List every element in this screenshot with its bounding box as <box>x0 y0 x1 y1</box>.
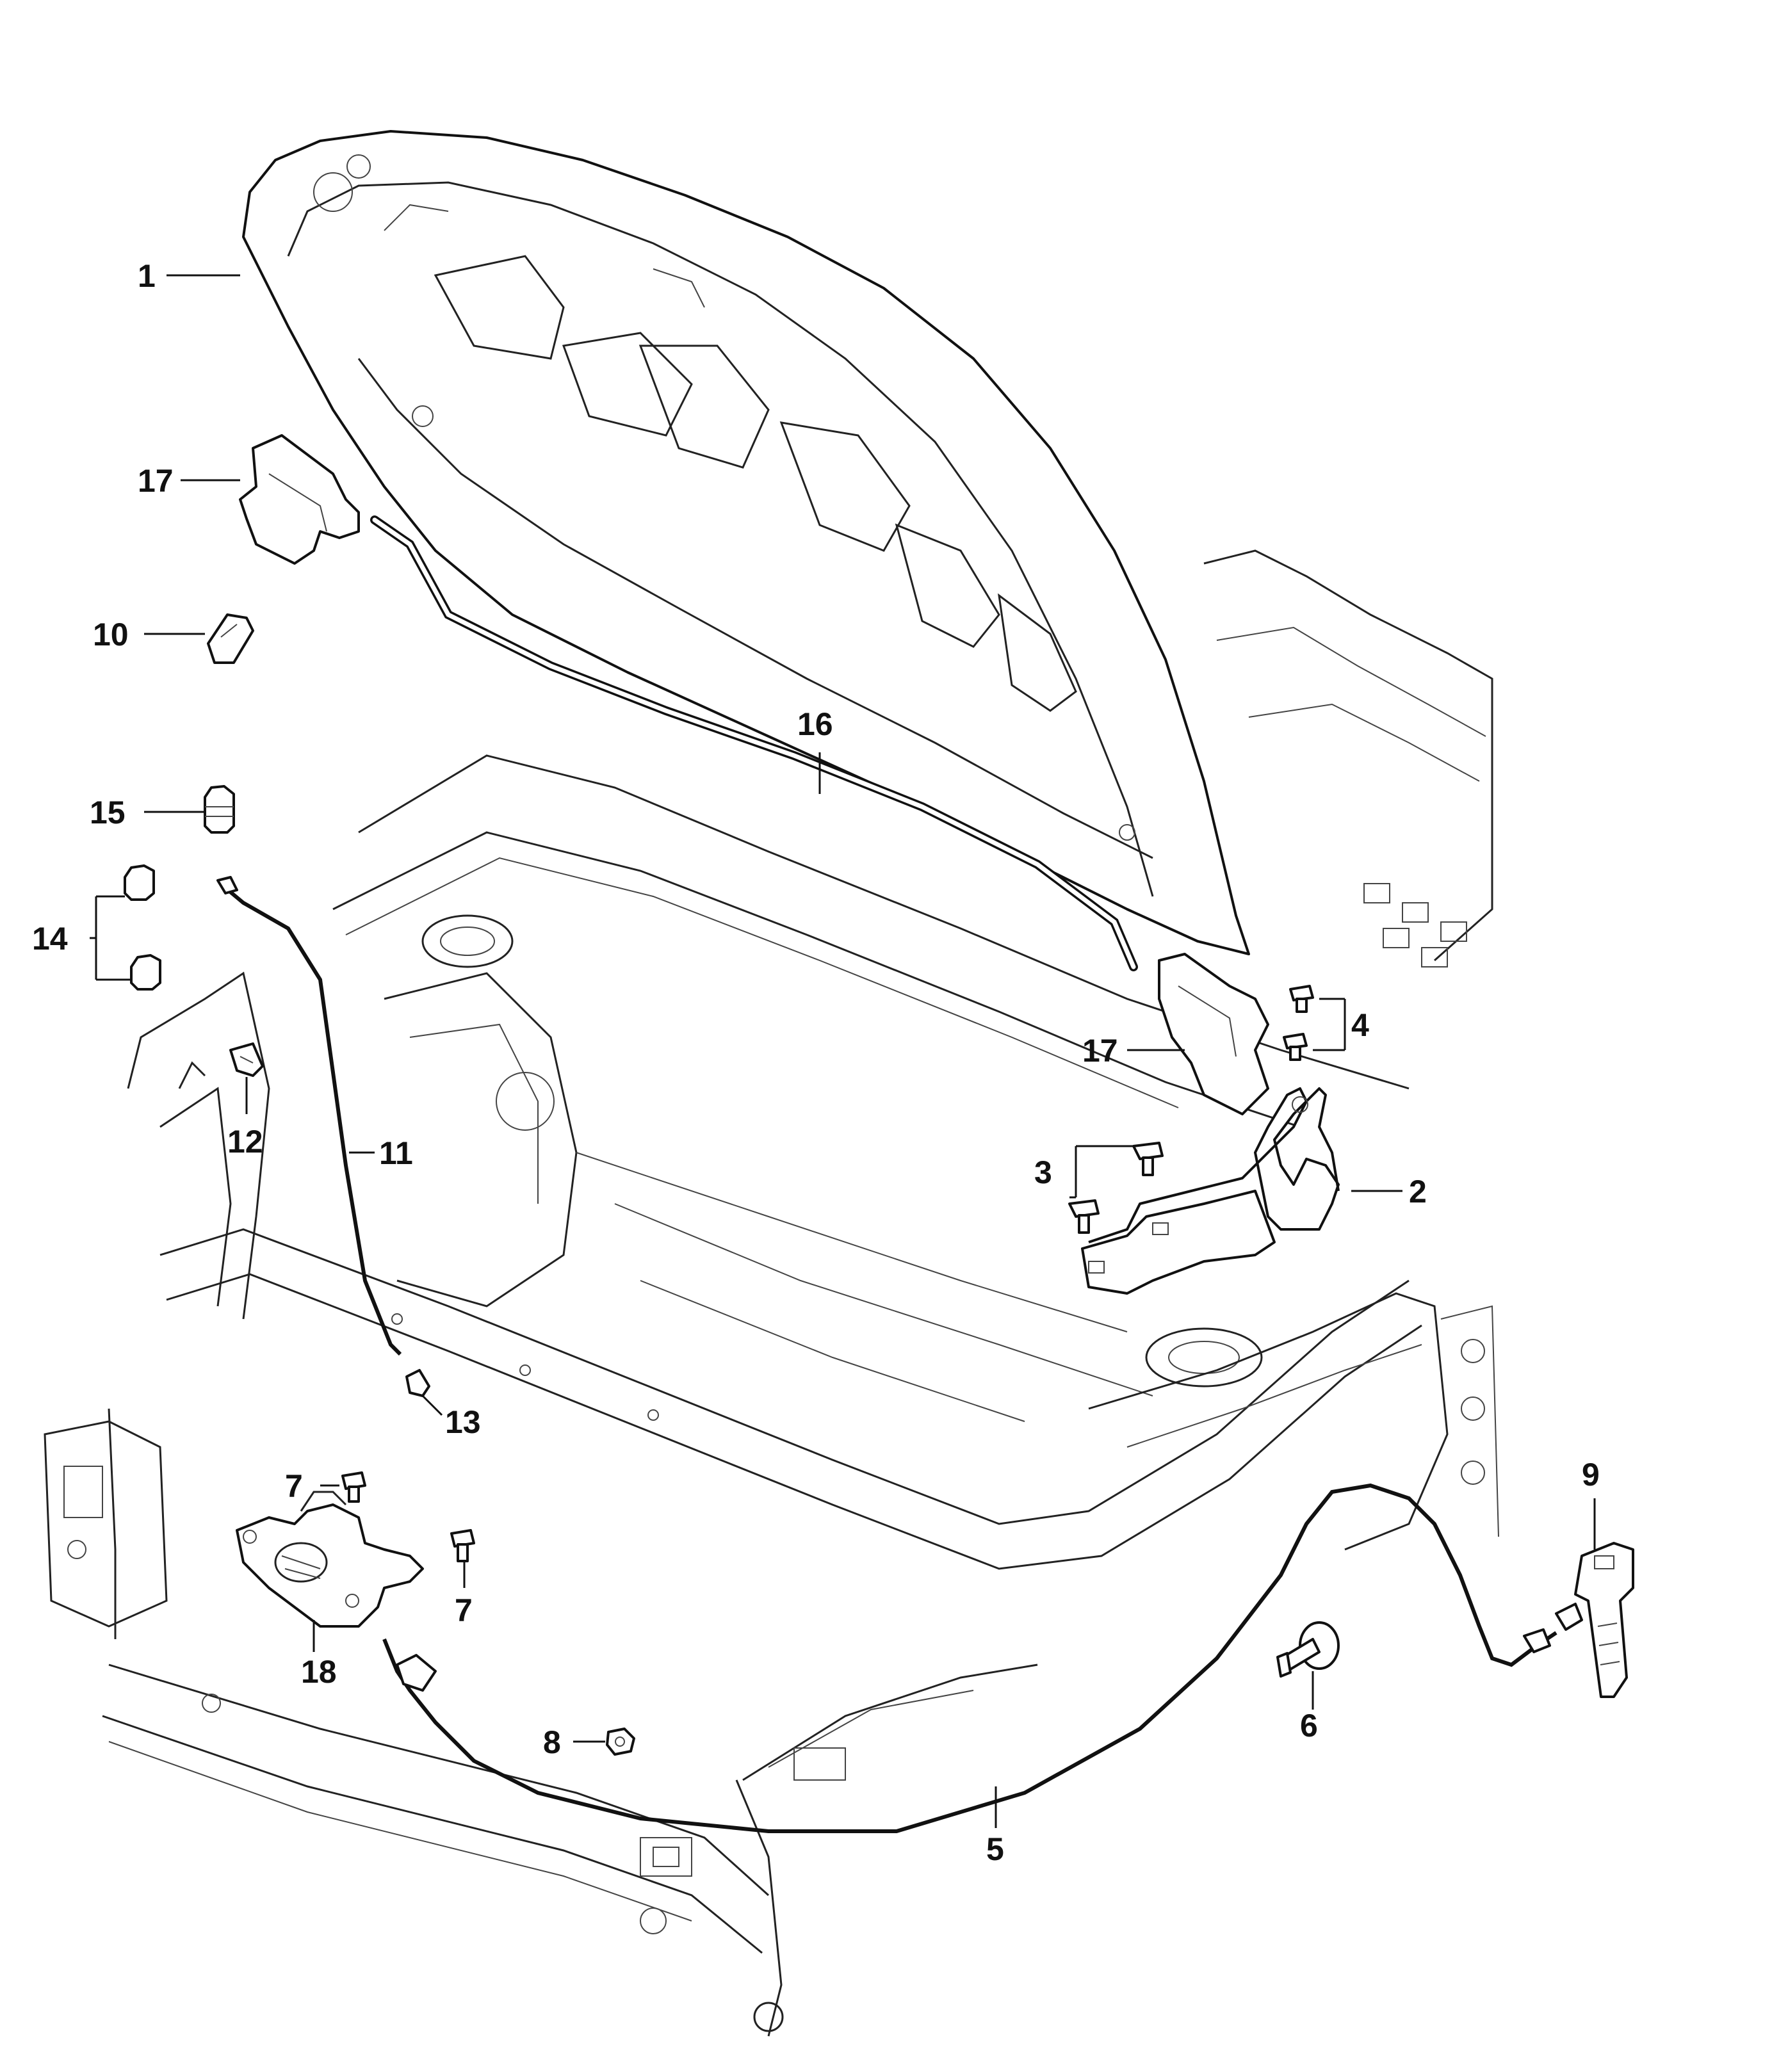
hood-latch <box>236 1491 424 1628</box>
callout-13: 13 <box>445 1404 481 1440</box>
callout-17-upper: 17 <box>138 463 174 499</box>
callout-7-upper: 7 <box>285 1468 303 1504</box>
hinge-nuts <box>1283 985 1314 1061</box>
hood-rubber-bumpers <box>124 864 161 991</box>
callout-16: 16 <box>797 706 833 742</box>
callout-5: 5 <box>986 1831 1004 1867</box>
hood-hinge <box>1081 1087 1340 1295</box>
hood-seal-strip <box>370 515 1138 971</box>
hood-release-cable <box>382 1483 1557 1833</box>
callout-2: 2 <box>1409 1174 1427 1210</box>
front-body-structure <box>44 549 1499 2037</box>
hood-release-handle <box>1555 1542 1634 1698</box>
callout-6: 6 <box>1300 1708 1318 1744</box>
callout-12: 12 <box>227 1124 263 1160</box>
cable-grommet <box>1276 1621 1340 1678</box>
callout-8: 8 <box>543 1724 561 1760</box>
callout-7-lower: 7 <box>455 1592 473 1628</box>
hood-stop-plug <box>204 785 235 834</box>
hood-panel <box>242 130 1250 955</box>
callout-17-lower: 17 <box>1082 1033 1118 1069</box>
leader-lines <box>90 274 1596 1828</box>
callout-1: 1 <box>138 258 156 294</box>
hood-bumper-block-right <box>1158 953 1269 1115</box>
hood-prop-rod <box>216 876 402 1356</box>
hood-bumper-block-left <box>239 434 360 565</box>
callout-4: 4 <box>1351 1007 1369 1043</box>
callout-3: 3 <box>1034 1154 1052 1190</box>
latch-bolts <box>341 1471 475 1562</box>
prop-rod-retainer <box>405 1369 430 1397</box>
callout-15: 15 <box>90 795 126 830</box>
cable-grommet-clip <box>606 1728 635 1756</box>
callout-11: 11 <box>379 1135 413 1171</box>
hinge-bolts <box>1068 1142 1164 1234</box>
callout-9: 9 <box>1582 1457 1600 1493</box>
callout-14: 14 <box>32 921 68 957</box>
hood-clip-part <box>207 613 254 664</box>
callout-labels: 1 2 3 4 5 6 7 7 8 9 10 11 12 13 14 15 16… <box>32 258 1600 1867</box>
prop-rod-clip <box>229 1042 264 1077</box>
callout-10: 10 <box>93 617 129 652</box>
callout-18: 18 <box>301 1654 337 1690</box>
